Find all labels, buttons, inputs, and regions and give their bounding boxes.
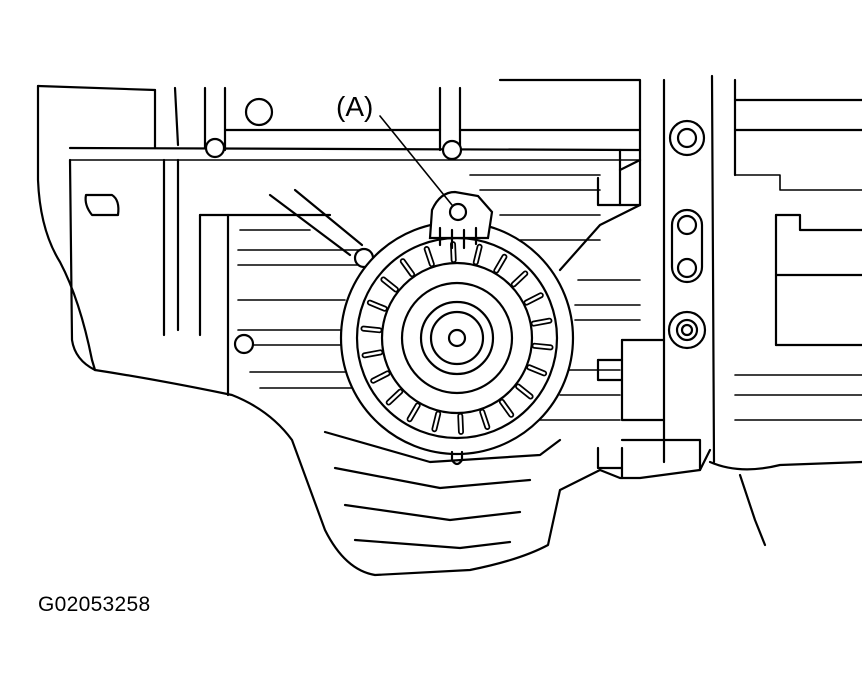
disc-tooth-highlight bbox=[480, 410, 489, 429]
disc-tooth-highlight bbox=[362, 327, 381, 332]
oil-pan-ribs bbox=[323, 430, 562, 550]
valve-body-block bbox=[596, 74, 862, 547]
disc-tooth-highlight bbox=[516, 385, 532, 398]
callout-label: (A) bbox=[336, 91, 373, 122]
callout-a: (A) bbox=[336, 91, 453, 206]
disc-tooth-highlight bbox=[512, 272, 527, 286]
disc-tooth-highlight bbox=[533, 344, 552, 349]
disc-tooth-highlight bbox=[528, 366, 546, 375]
disc-tooth-highlight bbox=[382, 278, 398, 291]
disc-tooth-highlight bbox=[525, 294, 543, 304]
selector-disc-assembly bbox=[339, 220, 575, 466]
callout-leader-line bbox=[379, 115, 453, 206]
side-bracket bbox=[84, 193, 120, 217]
disc-tooth-highlight bbox=[408, 404, 419, 421]
switch-bracket bbox=[428, 190, 494, 250]
disc-tooth-highlight bbox=[433, 412, 440, 431]
disc-tooth-highlight bbox=[425, 247, 434, 266]
disc-tooth-highlight bbox=[451, 242, 455, 262]
disc-tooth-highlight bbox=[532, 319, 551, 325]
transmission-housing bbox=[36, 78, 712, 577]
disc-tooth-highlight bbox=[459, 414, 463, 434]
disc-tooth-highlight bbox=[500, 400, 513, 417]
figure-id: G02053258 bbox=[38, 593, 151, 616]
disc-tooth-highlight bbox=[401, 259, 414, 276]
disc-tooth-highlight bbox=[368, 301, 386, 310]
disc-tooth-highlight bbox=[495, 255, 506, 272]
disc-tooth-highlight bbox=[371, 372, 389, 382]
disc-tooth-highlight bbox=[363, 351, 382, 357]
disc-tooth-highlight bbox=[474, 245, 481, 264]
disc-teeth bbox=[360, 241, 554, 435]
disc-tooth-highlight bbox=[387, 390, 402, 404]
inner-panel-lines bbox=[198, 174, 642, 421]
